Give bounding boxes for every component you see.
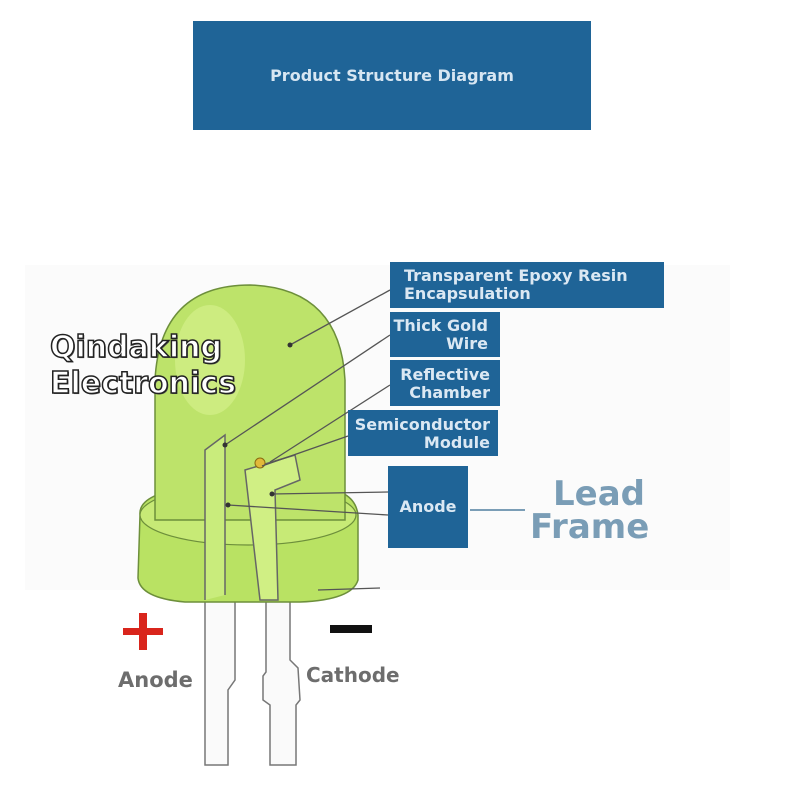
semiconductor-chip — [254, 457, 266, 469]
lead-frame-label: Lead Frame — [530, 474, 650, 547]
plus-icon — [123, 613, 163, 650]
leader-dot-epoxy — [287, 342, 293, 348]
brand-watermark: Qindaking Electronics — [49, 329, 236, 402]
leader-lines — [224, 289, 391, 591]
leader-dot-frame — [269, 491, 275, 497]
led-dome-highlight — [175, 305, 245, 415]
leader-dot-anode — [225, 502, 231, 508]
anode-terminal-label: Anode — [118, 668, 193, 692]
anode-post — [204, 433, 226, 600]
reflective-chamber-label: Reflective Chamber — [390, 360, 500, 406]
cathode-terminal-label: Cathode — [306, 663, 400, 687]
diagram-title-banner: Product Structure Diagram — [193, 21, 591, 130]
cathode-lead — [262, 599, 301, 766]
anode-lead — [204, 599, 236, 766]
anode-box-label: Anode — [388, 466, 468, 548]
diagram-title: Product Structure Diagram — [270, 66, 514, 85]
minus-icon — [330, 625, 372, 633]
leader-dot-wire — [222, 442, 228, 448]
gold-wire-label: Thick Gold Wire — [390, 312, 500, 357]
epoxy-resin-label: Transparent Epoxy Resin Encapsulation — [390, 262, 664, 308]
semiconductor-module-label: Semiconductor Module — [348, 410, 498, 456]
